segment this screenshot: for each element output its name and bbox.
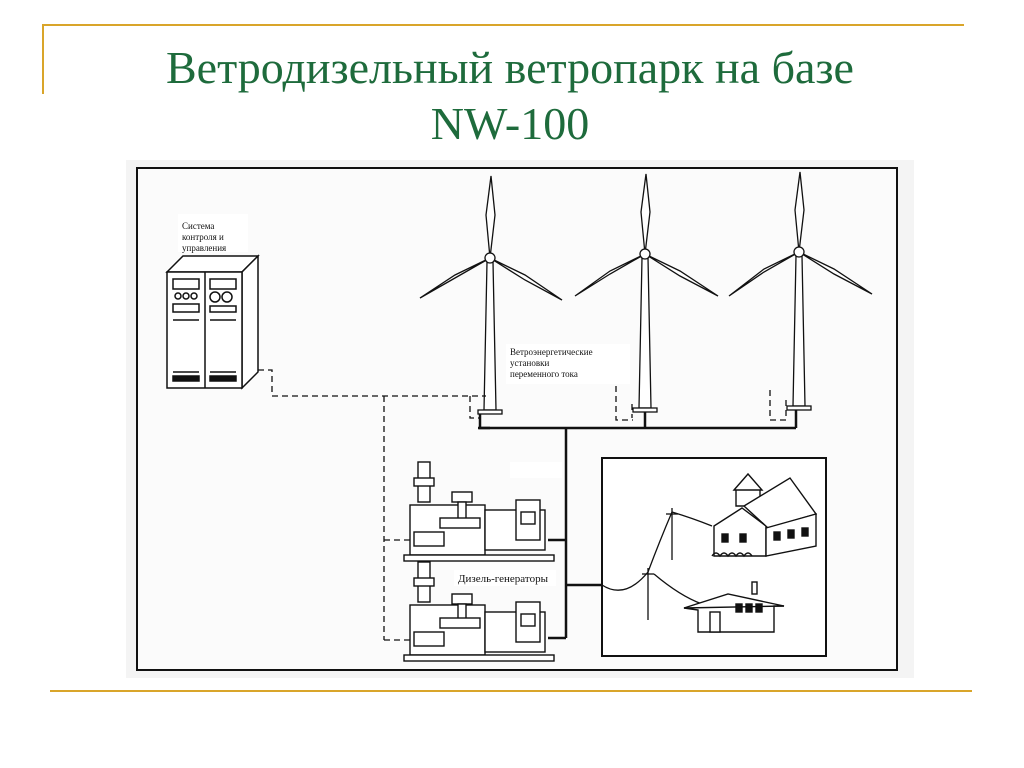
school-house [711,472,818,558]
turbines-label-line-3: переменного тока [510,369,578,379]
diesel-generator-1 [403,461,555,562]
control-label: Система контроля и управления [182,221,226,253]
generators-label: Дизель-генераторы [458,573,549,585]
generators-label-box [454,570,556,586]
title-line-2: NW-100 [430,98,590,149]
wind-turbine-2 [574,173,719,413]
small-house [683,581,785,633]
generator-top-label-box [510,462,562,478]
power-poles [601,508,713,620]
control-cabinet [165,254,260,390]
power-bus [478,410,798,640]
turbines-label-line-2: установки [510,358,549,368]
control-label-line-1: Система [182,221,214,231]
left-accent-line [42,24,44,94]
top-accent-line [42,24,964,26]
control-lines [258,369,787,641]
control-label-line-3: управления [182,243,226,253]
turbines-label: Ветроэнергетические установки переменног… [510,347,595,379]
wind-turbine-1 [419,175,563,415]
turbines-label-line-1: Ветроэнергетические [510,347,593,357]
title-line-1: Ветродизельный ветропарк на базе [166,42,854,93]
diesel-generator-2 [403,561,555,662]
wind-turbine-3 [728,171,873,411]
control-label-box [178,214,248,252]
control-label-line-2: контроля и [182,232,224,242]
bottom-accent-line [50,690,972,692]
turbines-label-box [506,344,630,384]
slide-title: Ветродизельный ветропарк на базе NW-100 [60,40,960,152]
